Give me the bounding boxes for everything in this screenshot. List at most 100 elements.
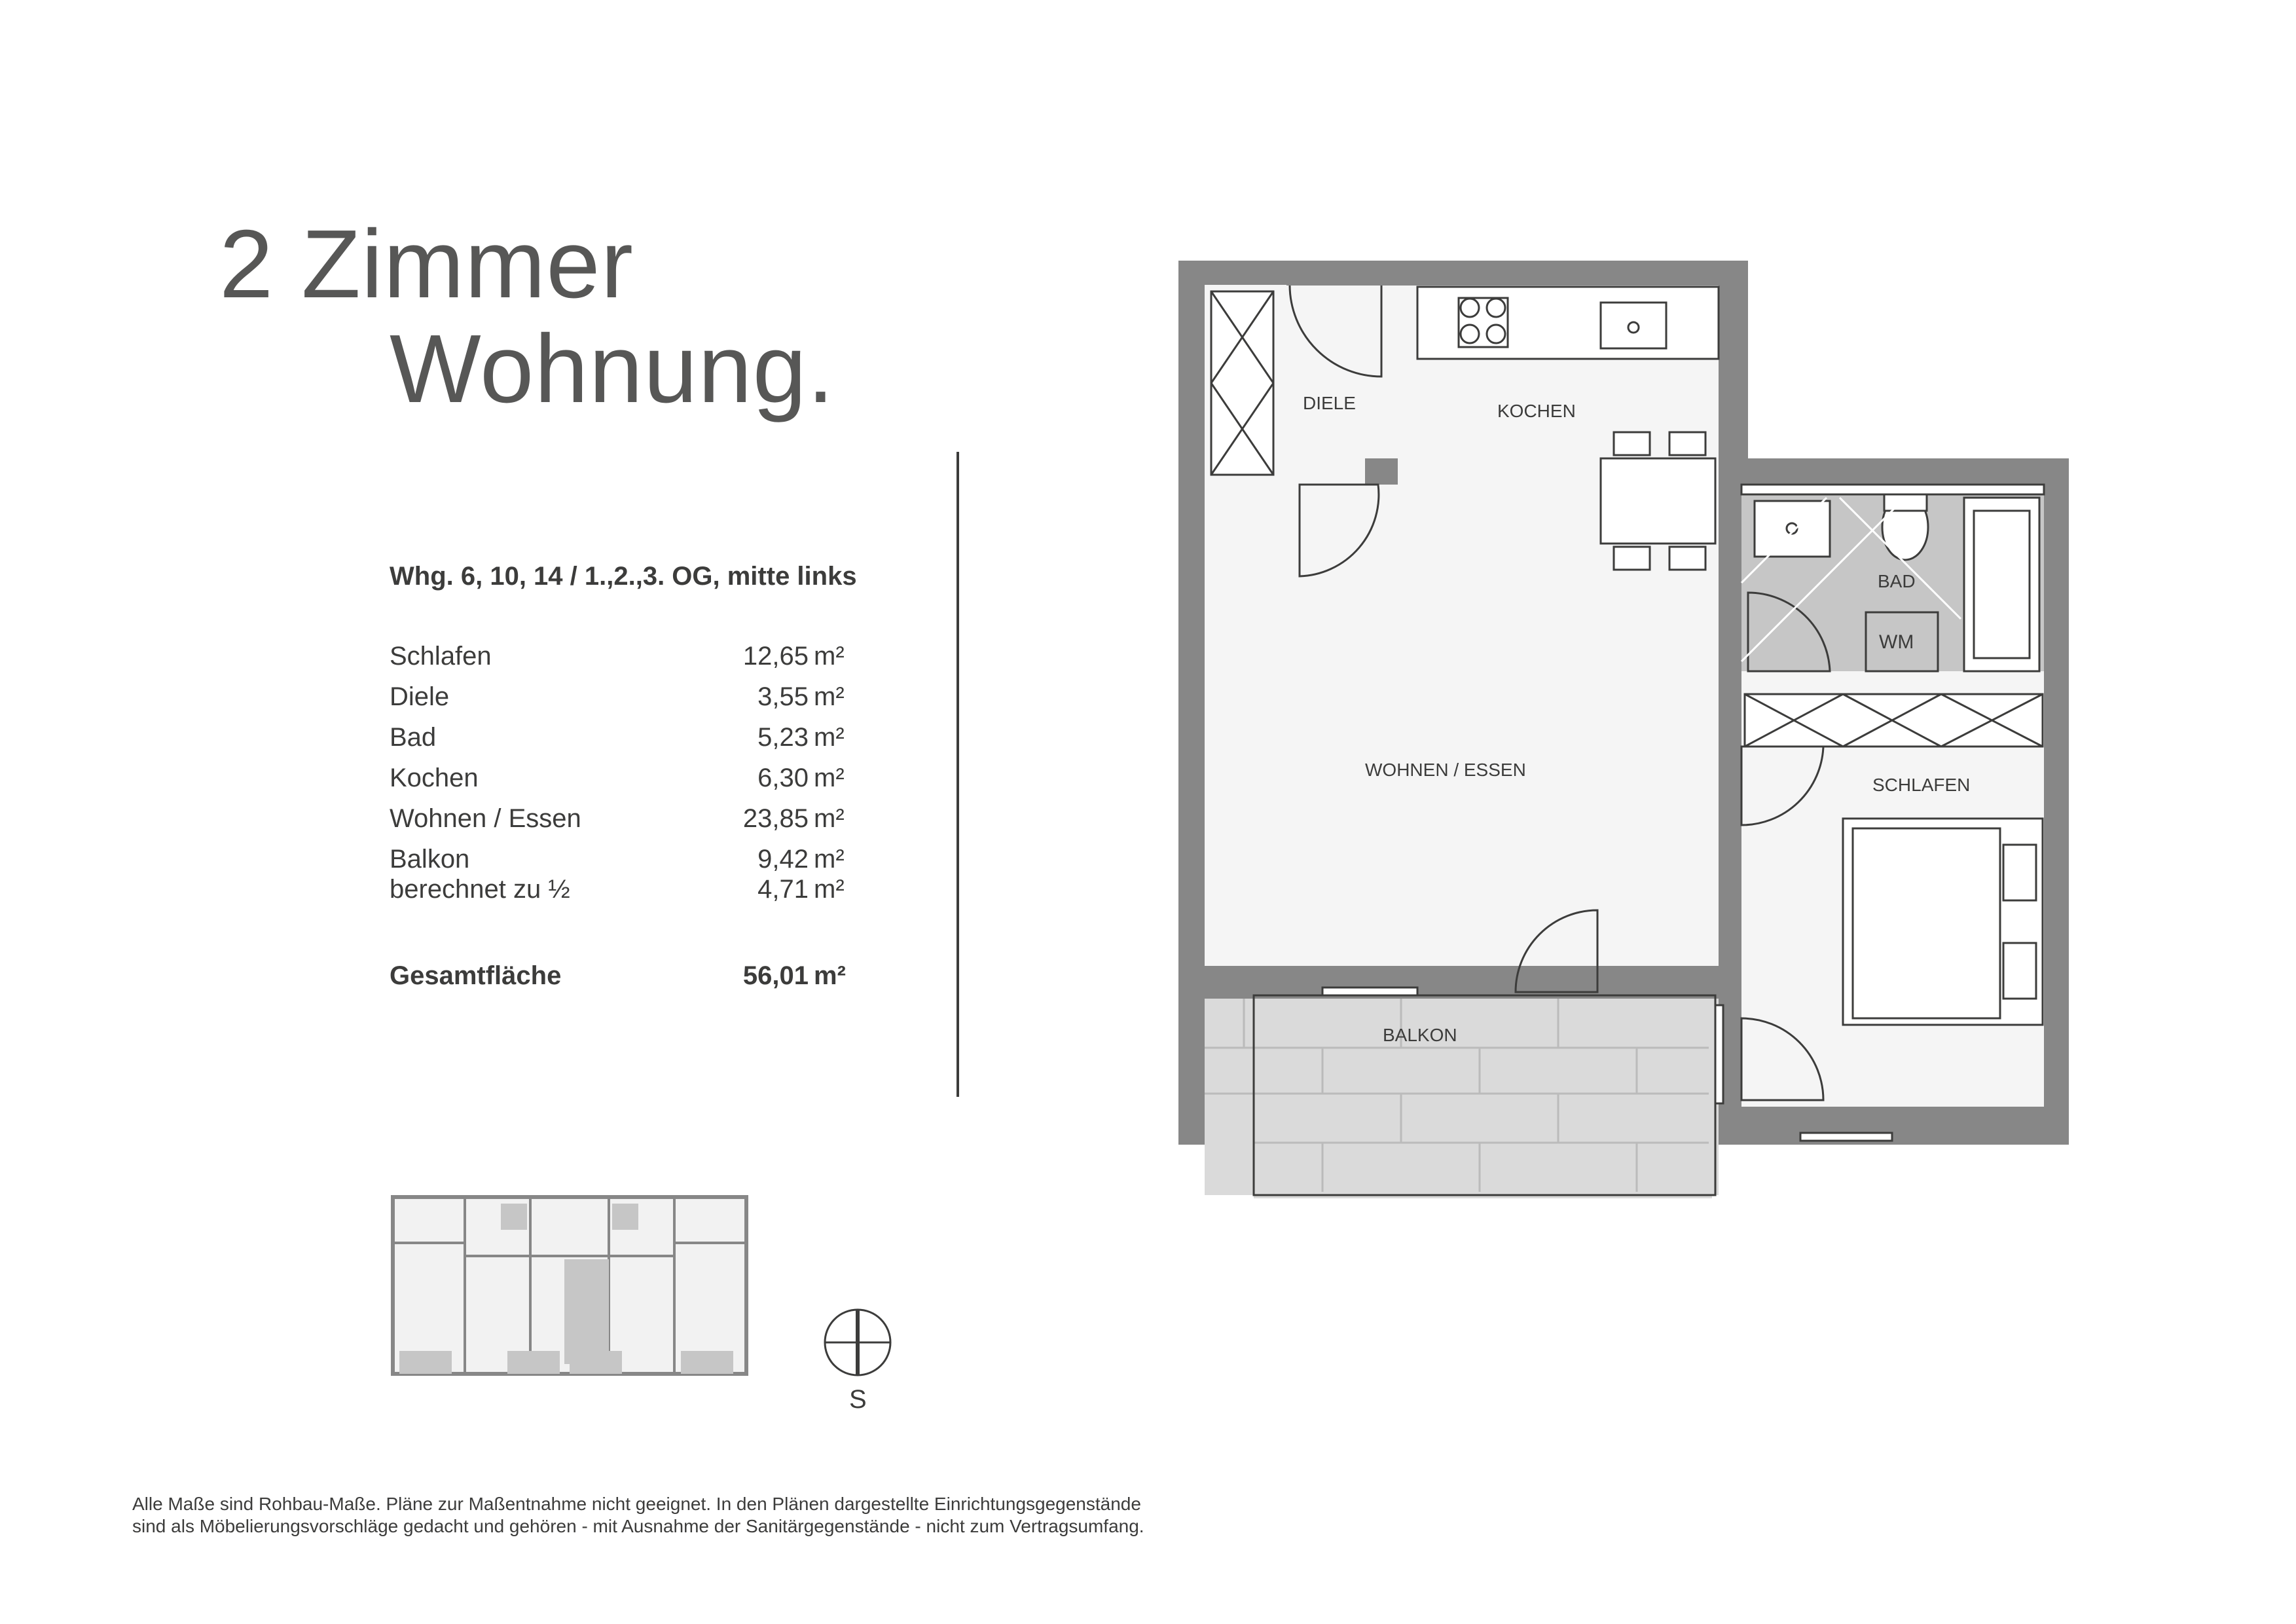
- wm-label: WM: [1879, 631, 1914, 653]
- window-schlafen: [1799, 1132, 1893, 1142]
- table: [1599, 457, 1717, 545]
- room-area: 4,71: [757, 875, 809, 904]
- room-area: 9,42: [757, 845, 809, 874]
- wardrobe-cross: [1210, 291, 1275, 384]
- floor-balkon-lower: [1254, 1107, 1712, 1198]
- room-unit: m²: [814, 723, 845, 752]
- room-unit: m²: [814, 764, 845, 792]
- footnote-line-1: Alle Maße sind Rohbau-Maße. Pläne zur Ma…: [132, 1494, 1141, 1514]
- room-name: Schlafen: [390, 642, 492, 671]
- wall-schlafen-bottom-right: [1892, 1107, 2044, 1145]
- wall-bottom-right: [1607, 966, 1741, 995]
- wall-schlafen-left: [1719, 822, 1741, 966]
- vertical-divider: [957, 452, 959, 1097]
- stove-burner: [1485, 323, 1506, 344]
- bad-back-wall: [1740, 483, 2045, 496]
- wardrobe-cross: [1744, 693, 1844, 748]
- room-name: Wohnen / Essen: [390, 804, 581, 833]
- bed: [1842, 817, 2044, 1026]
- wall-top-right-cut: [1381, 261, 1748, 286]
- room-area: 3,55: [757, 682, 809, 711]
- door-diele: [1298, 483, 1380, 578]
- room-name: berechnet zu ½: [390, 875, 570, 904]
- room-row-kochen: Kochen 6,30 m²: [390, 764, 887, 804]
- tile-diagonal: [1740, 503, 1900, 663]
- door-schlafen-balkon: [1740, 1017, 1825, 1101]
- wall-schlafen-bottom: [1741, 1107, 1800, 1145]
- floor-plan: DIELE KOCHEN BAD WM WOHNEN / ESSEN SCHLA…: [1178, 261, 2069, 1198]
- room-area: 5,23: [757, 723, 809, 752]
- room-label-kochen: KOCHEN: [1497, 401, 1576, 421]
- room-name: Diele: [390, 682, 450, 711]
- nightstand: [2002, 942, 2037, 1000]
- door-entry: [1288, 285, 1383, 378]
- compass-label: S: [849, 1385, 867, 1414]
- room-unit: m²: [814, 642, 845, 671]
- room-unit: m²: [814, 682, 845, 711]
- total-area: 56,01: [742, 961, 809, 990]
- room-unit: m²: [814, 845, 845, 874]
- wardrobe-cross: [1941, 693, 2043, 748]
- wall-diele-top: [1286, 261, 1381, 286]
- apartment-subtitle: Whg. 6, 10, 14 / 1.,2.,3. OG, mitte link…: [390, 562, 857, 591]
- windows: [1321, 986, 1893, 1142]
- bathtub-inner: [1973, 509, 2031, 659]
- balcony-tiles: [1205, 994, 1717, 1196]
- total-unit: m²: [814, 961, 846, 990]
- room-label-diele: DIELE: [1303, 393, 1356, 413]
- room-label-balkon: BALKON: [1383, 1025, 1457, 1045]
- keyplan-balcony: [570, 1351, 622, 1374]
- wardrobe-schlafen: [1743, 693, 2044, 748]
- room-row-diele: Diele 3,55 m²: [390, 682, 887, 723]
- kitchen-counter: [1416, 286, 1720, 360]
- total-name: Gesamtfläche: [390, 961, 562, 990]
- wardrobe-diele: [1210, 290, 1275, 476]
- room-row-schlafen: Schlafen 12,65 m²: [390, 642, 887, 682]
- wall-bad-bottom: [1719, 671, 1741, 750]
- bath-tiles: [1740, 496, 1962, 663]
- room-name: Balkon: [390, 845, 470, 874]
- compass-icon: [824, 1308, 892, 1376]
- room-unit: m²: [814, 875, 845, 904]
- wall-bad-left: [1719, 485, 1741, 596]
- nightstand: [2002, 843, 2037, 902]
- stove: [1457, 297, 1509, 348]
- chair: [1668, 431, 1707, 456]
- stove-burner: [1459, 323, 1480, 344]
- room-row-wohnen: Wohnen / Essen 23,85 m²: [390, 804, 887, 845]
- room-name: Kochen: [390, 764, 479, 792]
- dining-table: [1599, 431, 1717, 571]
- room-area: 23,85: [742, 804, 809, 833]
- total-area-row: Gesamtfläche 56,01 m²: [390, 961, 887, 1001]
- room-name: Bad: [390, 723, 437, 752]
- room-label-schlafen: SCHLAFEN: [1872, 775, 1970, 795]
- wardrobe-cross: [1210, 382, 1275, 475]
- chair: [1668, 545, 1707, 571]
- keyplan-balcony: [399, 1351, 452, 1374]
- room-row-bad: Bad 5,23 m²: [390, 723, 887, 764]
- wardrobe-cross: [1842, 693, 1942, 748]
- room-area-table: Schlafen 12,65 m² Diele 3,55 m² Bad 5,23…: [390, 642, 887, 915]
- room-row-balkon: Balkon 9,42 m²: [390, 845, 887, 875]
- room-row-balkon-half: berechnet zu ½ 4,71 m²: [390, 875, 887, 915]
- wall-bottom-left: [1205, 966, 1322, 995]
- bathroom-fixtures: [1740, 483, 2045, 673]
- interior-walls: [1205, 261, 2044, 1145]
- sink-drain: [1627, 321, 1640, 334]
- footnote: Alle Maße sind Rohbau-Maße. Pläne zur Ma…: [132, 1493, 1442, 1538]
- wall-diele-top-right: [1365, 458, 1394, 485]
- room-area: 6,30: [757, 764, 809, 792]
- footnote-line-2: sind als Möbelierungsvorschläge gedacht …: [132, 1516, 1144, 1536]
- tile-diagonal: [1838, 496, 1962, 620]
- doors: [1288, 285, 1831, 1101]
- wardrobe-box: [1210, 290, 1275, 476]
- door-balkon: [1514, 909, 1599, 993]
- window-wohnen: [1321, 986, 1419, 997]
- stove-burner: [1459, 297, 1480, 318]
- door-schlafen: [1740, 745, 1825, 826]
- room-unit: m²: [814, 804, 845, 833]
- room-label-wohnen: WOHNEN / ESSEN: [1365, 760, 1526, 780]
- window-side: [1714, 1004, 1724, 1105]
- stove-burner: [1485, 297, 1506, 318]
- bed-mattress: [1851, 827, 2001, 1020]
